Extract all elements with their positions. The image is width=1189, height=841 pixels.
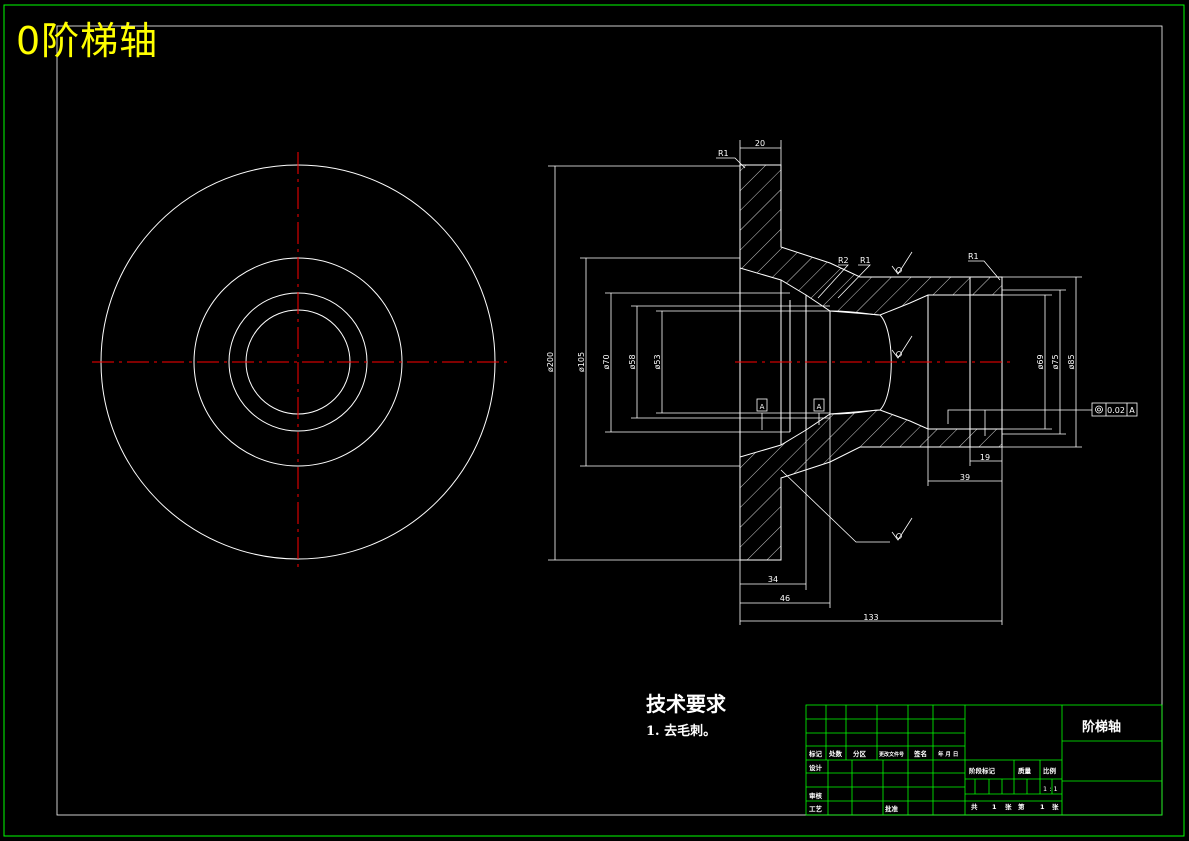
tb-stage-mark: 阶段标记: [969, 766, 996, 775]
roughness-symbols: [891, 251, 913, 541]
upper-section-hatch: [739, 164, 1003, 316]
tb-sign: 签名: [913, 749, 927, 758]
lower-section-hatch: [739, 409, 1003, 561]
tb-approve: 批准: [885, 804, 899, 813]
dim-d75: ø75: [1051, 354, 1060, 369]
dim-len46: 46: [780, 594, 790, 603]
tb-zone: 分区: [853, 749, 867, 758]
dim-d53: ø53: [653, 354, 662, 369]
dim-len133: 133: [863, 613, 878, 622]
dim-d58: ø58: [628, 354, 637, 369]
dim-d105: ø105: [577, 352, 586, 372]
section-view: A A 0.02 A 20 R1 R2 R1 R1 34: [546, 139, 1138, 625]
tb-total-count: 1: [992, 803, 997, 811]
end-view: [92, 152, 508, 572]
runout-tolerance-value: 0.02: [1107, 406, 1125, 415]
tb-process: 工艺: [809, 804, 823, 813]
tb-sheet-unit: 张: [1052, 802, 1059, 811]
dim-len39: 39: [960, 473, 970, 482]
tb-mark: 标记: [808, 749, 823, 758]
dim-d70: ø70: [602, 354, 611, 369]
dim-len19: 19: [980, 453, 990, 462]
dim-flange-width: 20: [755, 139, 765, 148]
runout-tolerance-frame: [1091, 402, 1138, 417]
drawing-title: 0阶梯轴: [16, 19, 159, 63]
dim-d69: ø69: [1036, 354, 1045, 369]
tb-page-count: 1: [1040, 803, 1045, 811]
tb-total: 共: [971, 802, 978, 811]
dim-r2: R2: [838, 256, 849, 265]
inner-frame: [56, 25, 1163, 816]
dim-d85: ø85: [1067, 354, 1076, 369]
tb-sheets: 张: [1005, 802, 1012, 811]
svg-text:A: A: [760, 403, 765, 411]
dim-d200: ø200: [546, 352, 555, 372]
dim-len34: 34: [768, 575, 778, 584]
tb-weight: 质量: [1018, 766, 1032, 775]
tb-change-doc: 更改文件号: [879, 751, 904, 758]
tb-count: 处数: [828, 749, 843, 758]
runout-datum: A: [1129, 406, 1135, 415]
tech-requirements-heading: 技术要求: [646, 692, 726, 716]
outer-frame: [3, 4, 1185, 837]
tech-requirements-item: 1. 去毛刺。: [646, 724, 717, 739]
tb-part-name: 阶梯轴: [1082, 719, 1121, 735]
tb-scale-value: 1 : 1: [1043, 785, 1058, 793]
dim-r1-mid: R1: [860, 256, 871, 265]
tb-scale: 比例: [1043, 766, 1057, 775]
tb-review: 审核: [809, 791, 823, 800]
tb-design: 设计: [809, 763, 823, 772]
svg-text:A: A: [817, 403, 822, 411]
title-block: [805, 704, 1163, 816]
tb-date: 年 月 日: [938, 750, 958, 758]
dim-r1-right: R1: [968, 252, 979, 261]
tb-page: 第: [1018, 802, 1025, 811]
dim-r1-top: R1: [718, 149, 729, 158]
